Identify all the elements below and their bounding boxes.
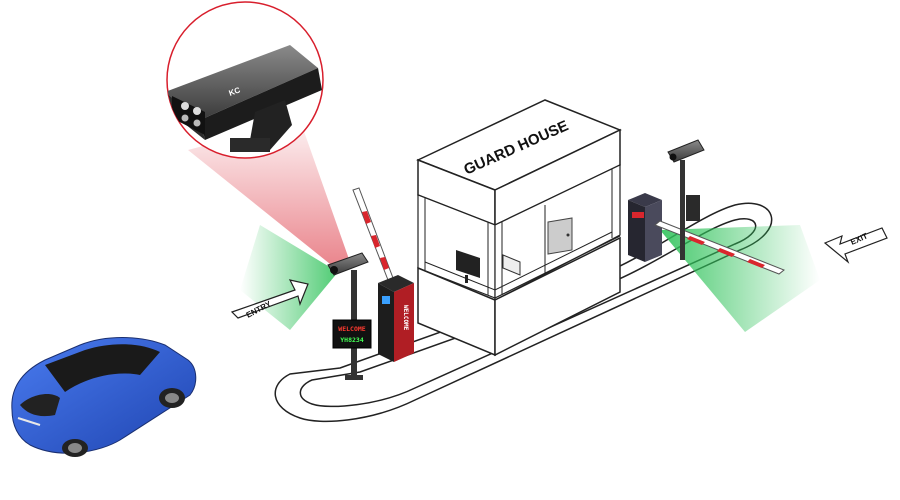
entry-arrow-icon: [230, 279, 309, 319]
car-icon: [11, 337, 197, 457]
guard-house: [416, 99, 622, 357]
entry-camera-icon: [327, 252, 369, 276]
exit-barrier-terminal: [628, 193, 662, 262]
exit-camera-icon: [667, 139, 705, 163]
led-display-board: [332, 319, 372, 349]
desk-screen-icon: [502, 254, 521, 276]
camera-closeup-icon: [167, 45, 322, 152]
exit-barrier-arm: [654, 220, 785, 275]
control-box-icon: [547, 217, 573, 255]
entry-barrier-terminal: [378, 275, 414, 362]
led-display-line1: WELCOME: [338, 325, 365, 333]
terminal-vertical-text: WELCOME: [402, 305, 409, 331]
led-display-line2: YH8234: [340, 336, 364, 344]
camera-brand-mark: KC: [228, 85, 242, 97]
exit-arrow-icon: [823, 227, 888, 264]
exit-camera-pole: [680, 160, 700, 260]
entry-barrier-arm: [352, 187, 394, 281]
monitor-icon: [456, 250, 480, 283]
exit-camera-fov: [660, 225, 820, 332]
